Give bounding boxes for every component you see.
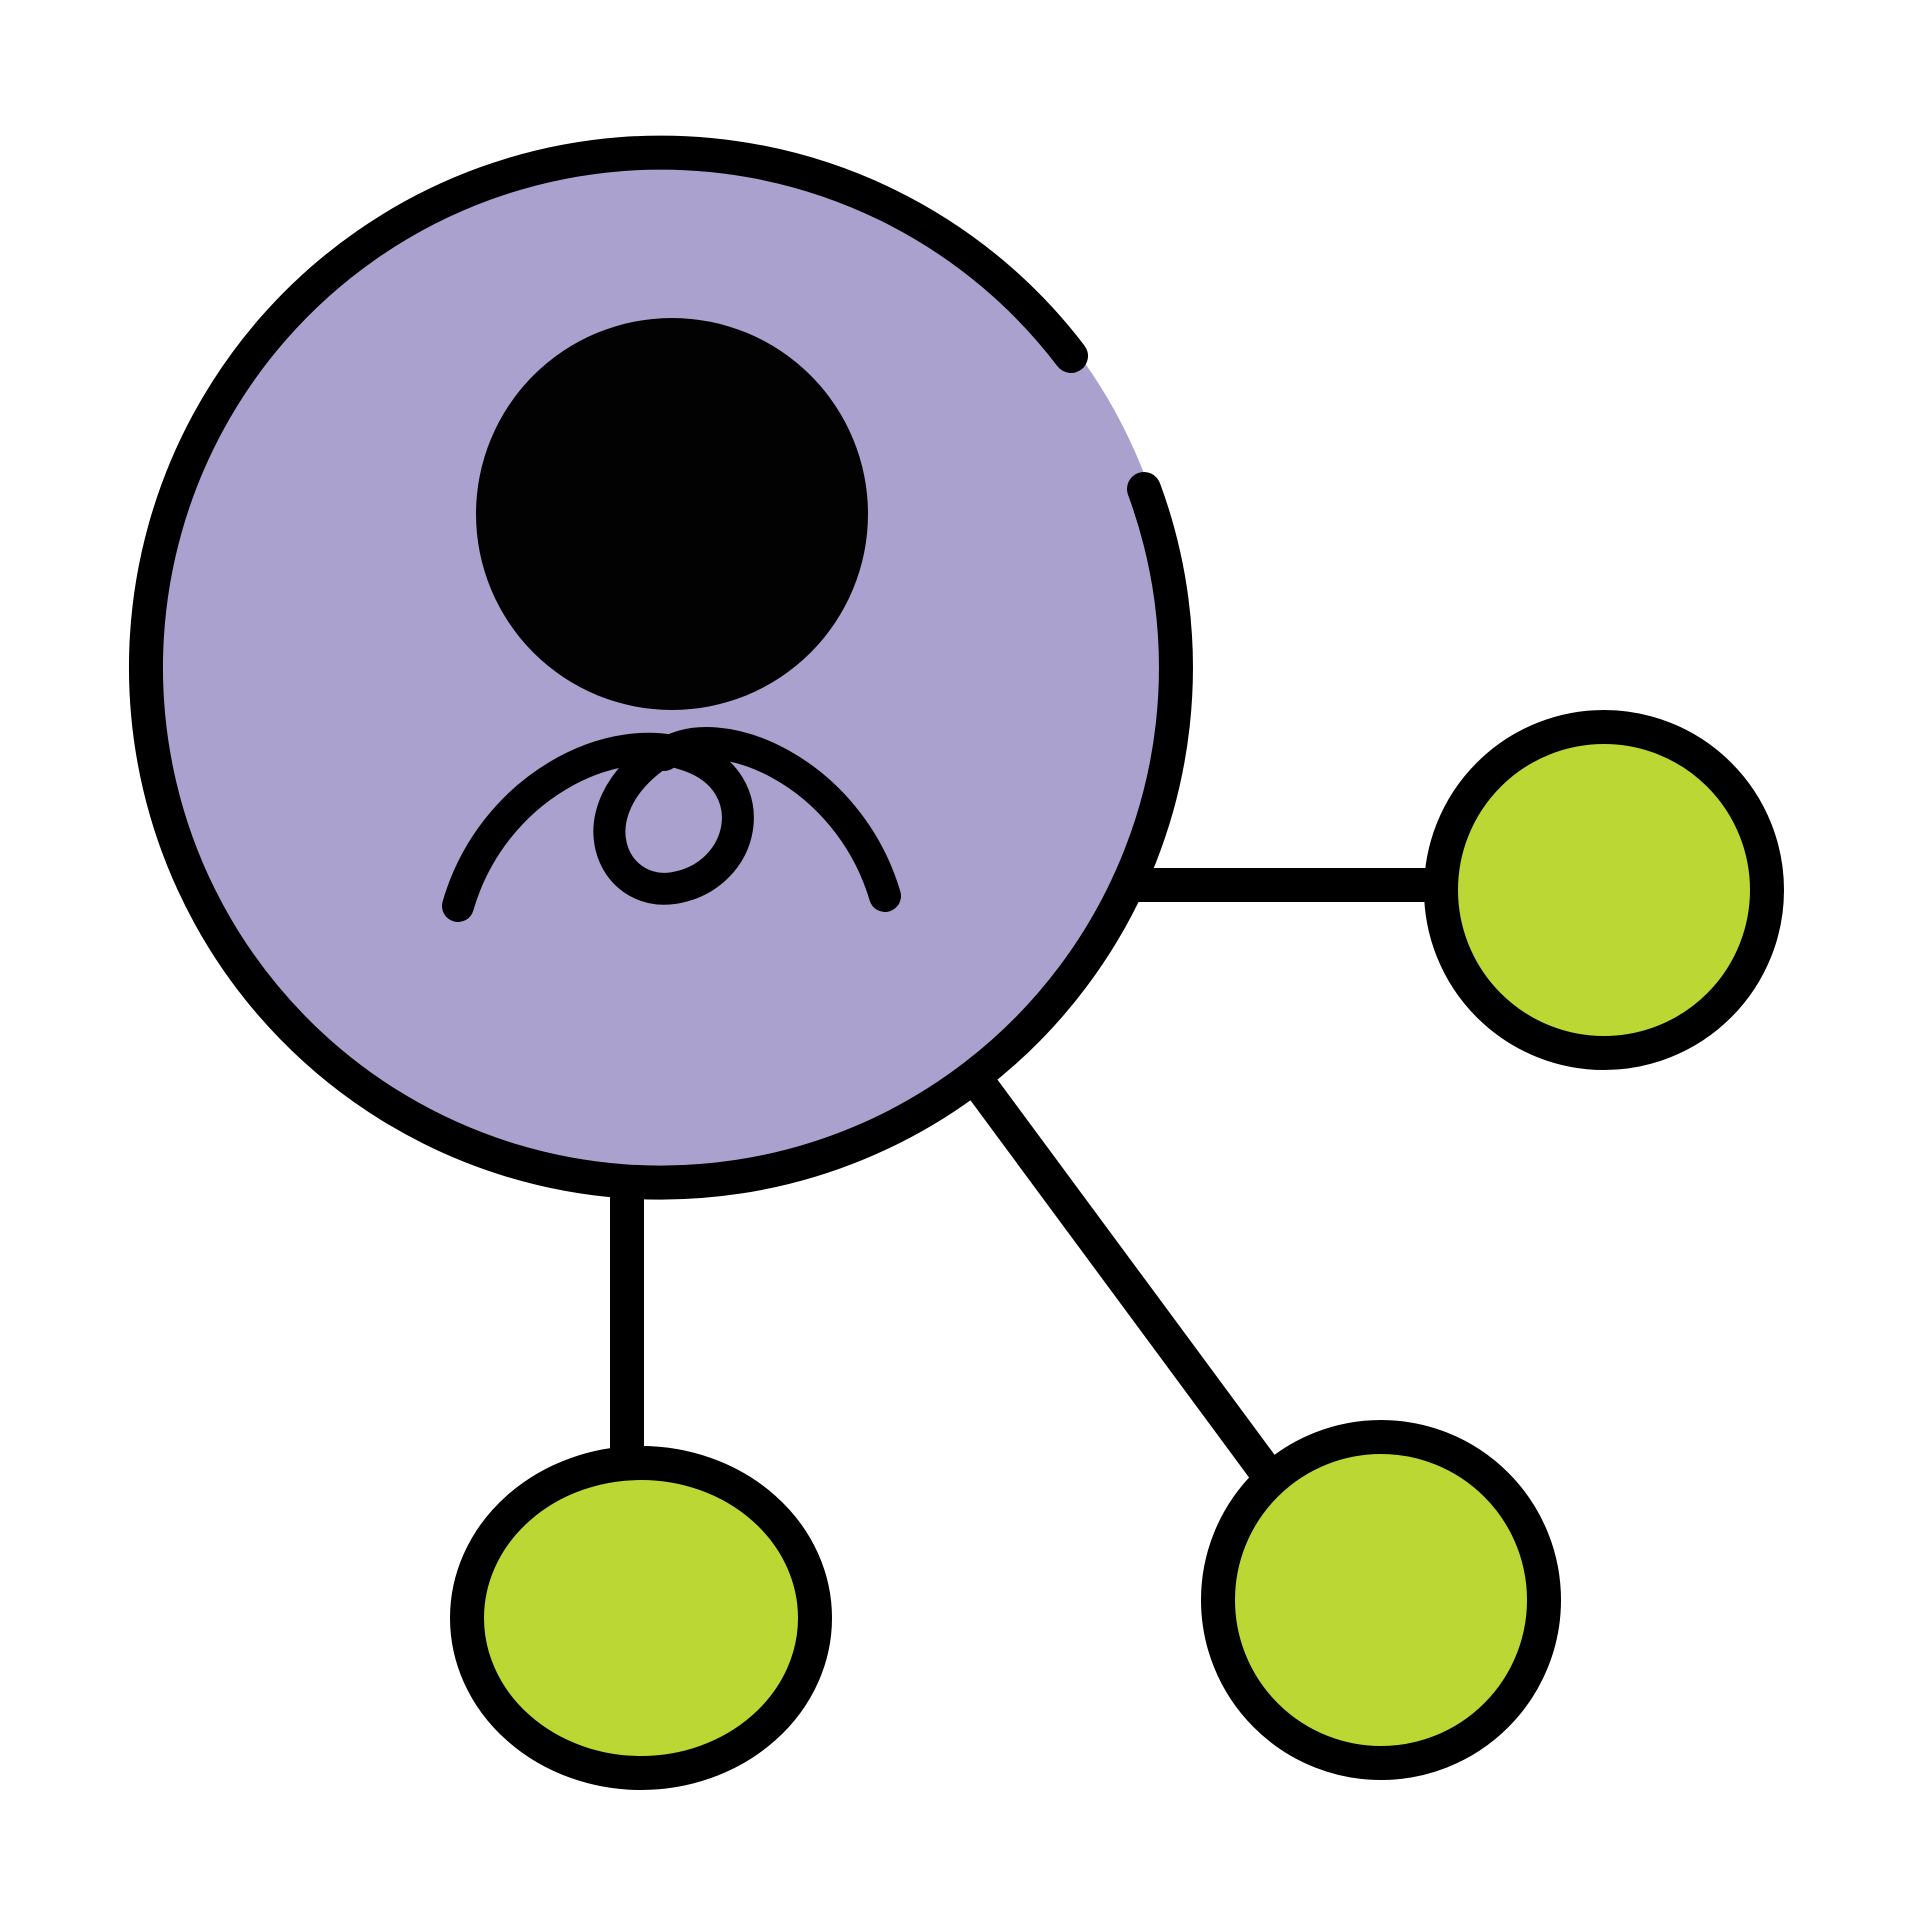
child-node-bottom-right — [1201, 1420, 1561, 1780]
person-shoulders-left-icon — [442, 732, 754, 922]
child-node-right — [1424, 710, 1784, 1070]
main-node-outline — [128, 135, 1193, 1200]
child-node-bottom-left — [450, 1446, 832, 1790]
person-head-icon — [476, 318, 868, 710]
main-node — [128, 135, 1193, 1200]
connectors — [610, 868, 1438, 1495]
child-nodes — [450, 710, 1784, 1790]
connector-bottom-right — [953, 1056, 1289, 1495]
person-shoulders-right-icon — [648, 727, 901, 912]
